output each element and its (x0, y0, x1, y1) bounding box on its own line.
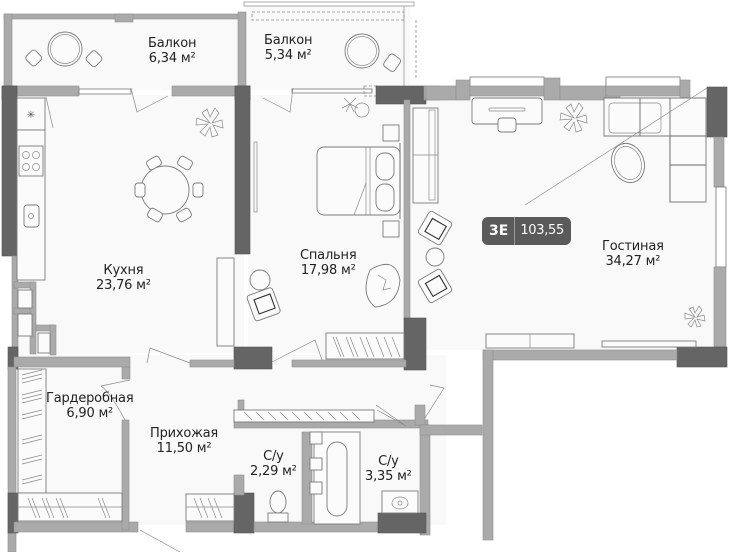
bedroom-furniture (246, 87, 405, 363)
living-room-walls (425, 76, 728, 541)
balcony-2-furniture (344, 33, 402, 72)
room-name: Балкон (264, 33, 313, 48)
room-name: Балкон (148, 36, 197, 51)
hallway-furniture (17, 347, 445, 552)
svg-text:✳: ✳ (27, 110, 35, 121)
room-name: Гардеробная (46, 391, 134, 406)
room-label-balcony-1: Балкон 6,34 м² (148, 36, 197, 66)
room-name: С/у (378, 454, 399, 469)
room-name: Прихожая (150, 426, 219, 441)
room-label-hallway: Прихожая 11,50 м² (150, 426, 218, 456)
room-name: Спальня (300, 248, 357, 263)
room-area: 6,34 м² (148, 51, 196, 66)
apartment-code: 3E (482, 217, 516, 245)
room-label-balcony-2: Балкон 5,34 м² (264, 33, 313, 63)
apartment-total-area: 103,55 (520, 223, 564, 238)
room-area: 34,27 м² (605, 254, 661, 269)
balcony-1-furniture (25, 31, 103, 68)
room-area: 2,29 м² (250, 464, 297, 479)
room-label-living-room: Гостиная 34,27 м² (602, 239, 664, 269)
room-area: 23,76 м² (96, 278, 151, 293)
room-area: 5,34 м² (264, 48, 312, 63)
room-label-bathroom-2: С/у 3,35 м² (365, 454, 412, 484)
room-name: Гостиная (602, 239, 664, 254)
living-room-furniture (412, 87, 708, 349)
room-area: 3,35 м² (365, 469, 412, 484)
kitchen-furniture: ✳ (16, 87, 235, 347)
room-label-wardrobe: Гардеробная 6,90 м² (46, 391, 134, 421)
apartment-badge: 3E 103,55 (482, 217, 571, 245)
room-area: 17,98 м² (300, 263, 356, 278)
room-name: Кухня (103, 263, 144, 278)
room-label-kitchen: Кухня 23,76 м² (96, 263, 151, 293)
room-area: 6,90 м² (66, 406, 114, 421)
room-label-bathroom-1: С/у 2,29 м² (250, 449, 297, 479)
bedroom-walls (189, 99, 427, 371)
kitchen-walls (1, 85, 251, 357)
room-name: С/у (263, 449, 284, 464)
room-label-bedroom: Спальня 17,98 м² (300, 248, 357, 278)
room-area: 11,50 м² (156, 441, 212, 456)
